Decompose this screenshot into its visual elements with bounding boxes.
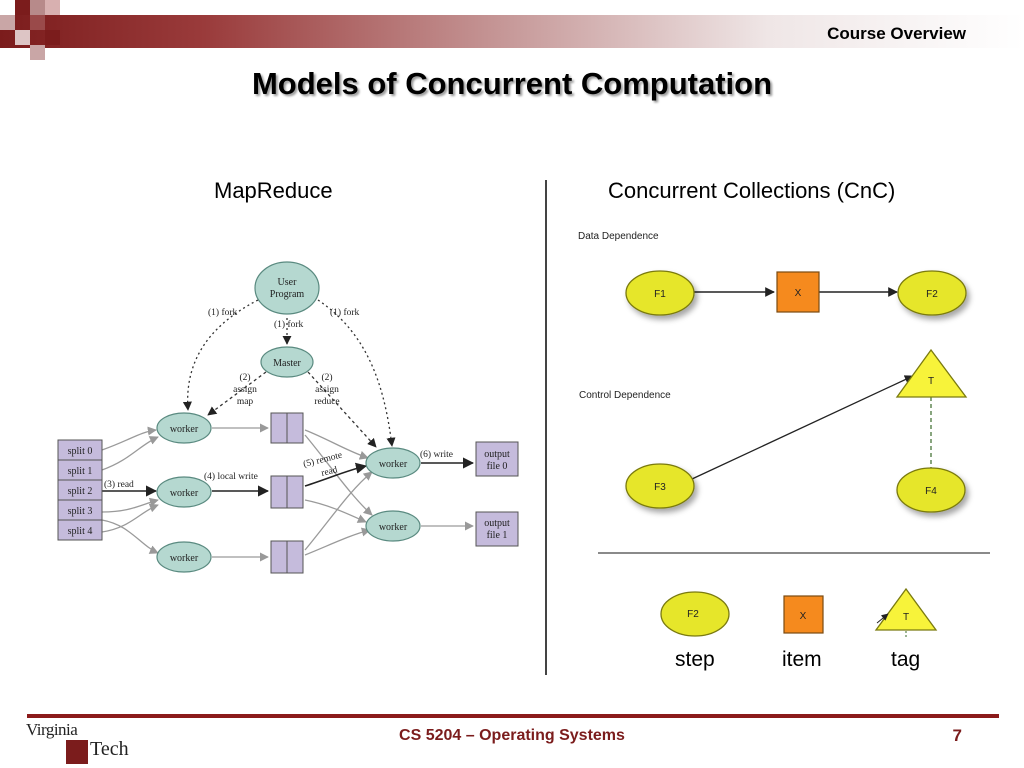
reduce-worker-1-label: worker <box>379 459 408 470</box>
split-0-label: split 0 <box>68 446 93 457</box>
fork-left-label: (1) fork <box>208 307 238 318</box>
master-node <box>260 346 314 378</box>
mapreduce-diagram: User Program Master (1) fork (1) fork (1… <box>57 261 519 574</box>
logo-wordmark-top: Virginia <box>26 720 78 739</box>
cnc-diagram: Data Dependence F1 X F2 Control Dependen… <box>578 231 990 638</box>
footer-course: CS 5204 – Operating Systems <box>399 727 625 744</box>
step-f4-label: F4 <box>925 486 937 497</box>
write-label: (6) write <box>420 449 453 460</box>
map-worker-2 <box>156 476 212 508</box>
control-dependence-label: Control Dependence <box>579 390 671 401</box>
page-number: 7 <box>952 726 962 745</box>
item-x <box>776 271 820 313</box>
legend-step-label: step <box>675 648 715 671</box>
header-bar <box>0 15 1024 48</box>
step-f2 <box>897 270 967 316</box>
step-f4 <box>896 467 966 513</box>
logo-wordmark-bottom: Tech <box>90 738 129 760</box>
reduce-worker-2-label: worker <box>379 522 408 533</box>
footer-rule <box>27 714 999 718</box>
edge-remote-read <box>304 462 368 487</box>
edge-fork-left <box>182 299 259 411</box>
assign-reduce-label-1: (2) <box>321 372 332 383</box>
intermediate-files <box>270 412 304 574</box>
user-program-node <box>254 261 320 315</box>
output-file-0 <box>475 441 519 477</box>
split-4-label: split 4 <box>68 526 93 537</box>
user-program-label-2: Program <box>270 289 305 300</box>
legend-item-label: item <box>782 648 822 671</box>
reduce-worker-1 <box>365 447 421 479</box>
map-worker-3-label: worker <box>170 553 199 564</box>
step-f3 <box>625 463 695 509</box>
step-f3-label: F3 <box>654 482 666 493</box>
decor-square <box>45 0 60 15</box>
decor-square <box>45 30 60 45</box>
output-file-1 <box>475 511 519 547</box>
output-file-0-label-2: file 0 <box>487 461 508 472</box>
master-label: Master <box>273 358 301 369</box>
map-worker-1-label: worker <box>170 424 199 435</box>
slide-title: Models of Concurrent Computation <box>251 66 773 101</box>
reduce-worker-2 <box>365 510 421 542</box>
decor-square <box>15 0 30 15</box>
map-worker-3 <box>156 541 212 573</box>
column-divider <box>545 180 547 675</box>
assign-reduce-label-3: reduce <box>314 397 339 407</box>
map-worker-1 <box>156 412 212 444</box>
local-write-label: (4) local write <box>204 471 258 482</box>
remote-read-label-1: (5) remote <box>302 450 343 470</box>
assign-map-label-1: (2) <box>239 372 250 383</box>
decor-square <box>30 45 45 60</box>
fork-right-label: (1) fork <box>330 307 360 318</box>
split-2-label: split 2 <box>68 486 93 497</box>
map-to-file-edges <box>212 423 269 562</box>
legend-tag-arrow <box>876 613 889 624</box>
output-file-1-label-2: file 1 <box>487 530 508 541</box>
virginia-tech-logo: Virginia Tech <box>26 720 136 766</box>
decor-square <box>30 15 45 30</box>
output-file-0-label-1: output <box>484 449 510 460</box>
legend-step-glyph-label: F2 <box>687 609 699 620</box>
edge-assign-reduce <box>307 371 377 448</box>
step-f1-label: F1 <box>654 289 666 300</box>
mapreduce-title: MapReduce <box>214 178 333 203</box>
logo-shield-icon <box>66 740 88 764</box>
assign-map-label-3: map <box>237 397 254 407</box>
user-program-label-1: User <box>278 277 298 288</box>
cnc-title: Concurrent Collections (CnC) <box>608 178 896 203</box>
output-file-1-label-1: output <box>484 518 510 529</box>
decor-square <box>30 0 45 15</box>
step-f1 <box>625 270 695 316</box>
decor-square <box>0 15 15 30</box>
legend-item-glyph-label: X <box>800 611 807 622</box>
legend-step-glyph <box>660 591 730 637</box>
legend-tag-label: tag <box>891 648 921 671</box>
data-dependence-label: Data Dependence <box>578 231 659 242</box>
assign-reduce-label-2: assign <box>315 385 339 395</box>
legend-tag-glyph-label: T <box>903 612 909 623</box>
split-3-label: split 3 <box>68 506 93 517</box>
step-f2-label: F2 <box>926 289 938 300</box>
section-label: Course Overview <box>827 24 966 43</box>
legend-item-glyph <box>783 595 824 634</box>
item-x-label: X <box>795 288 802 299</box>
fork-mid-label: (1) fork <box>274 319 304 330</box>
tag-t <box>895 348 968 398</box>
split-1-label: split 1 <box>68 466 93 477</box>
split-boxes <box>57 439 103 541</box>
shuffle-edges <box>304 429 373 556</box>
remote-read-label-2: read <box>320 465 339 479</box>
edge-fork-right <box>317 299 396 447</box>
legend-tag-glyph <box>874 587 938 631</box>
input-edges <box>101 426 159 554</box>
tag-t-label: T <box>928 376 934 387</box>
edge-assign-map <box>207 371 267 416</box>
assign-map-label-2: assign <box>233 385 257 395</box>
read-label: (3) read <box>104 479 134 490</box>
map-worker-2-label: worker <box>170 488 199 499</box>
decor-square <box>15 30 30 45</box>
edge-f3-t <box>691 375 914 480</box>
